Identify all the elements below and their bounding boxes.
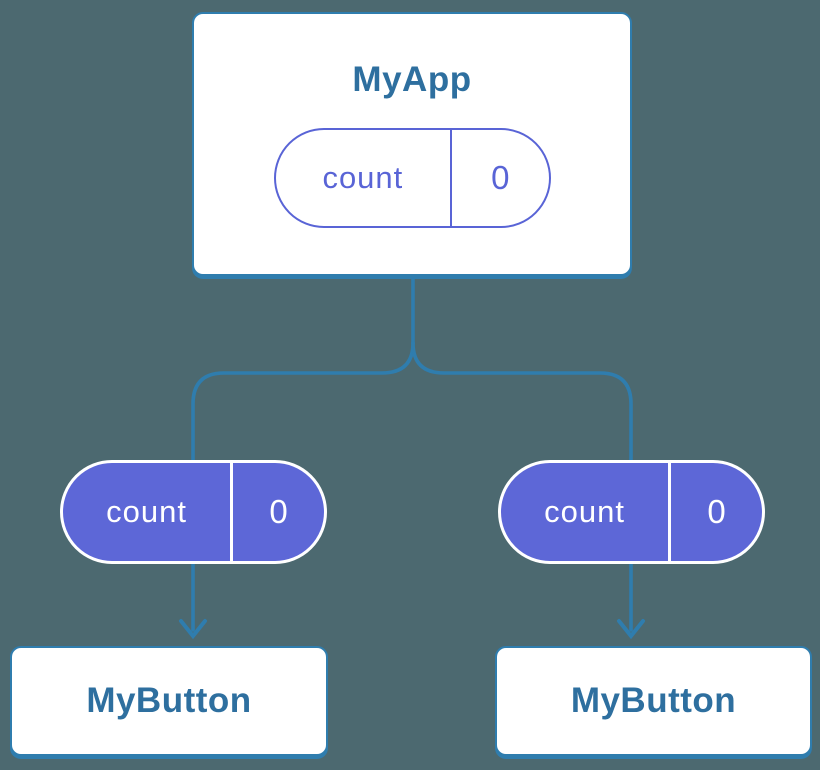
- prop-pill-right: count 0: [498, 460, 765, 564]
- prop-pill-left-value-section: 0: [230, 463, 324, 561]
- state-pill-label: count: [322, 160, 404, 195]
- myapp-card: MyApp count 0: [192, 12, 632, 276]
- prop-pill-right-value-section: 0: [668, 463, 762, 561]
- state-pill-value: 0: [491, 159, 510, 196]
- prop-pill-right-label: count: [544, 494, 625, 529]
- tree-branch-right: [411, 341, 633, 632]
- state-pill-value-section: 0: [450, 130, 548, 226]
- arrow-down-icon-left: [179, 619, 207, 640]
- prop-pill-left-label-section: count: [63, 463, 230, 561]
- myapp-card-title: MyApp: [352, 60, 472, 99]
- mybutton-card-right: MyButton: [495, 646, 812, 756]
- mybutton-card-right-title: MyButton: [570, 681, 737, 720]
- prop-pill-left-label: count: [106, 494, 187, 529]
- state-pill-label-section: count: [276, 130, 451, 226]
- arrow-down-icon-right: [617, 619, 645, 640]
- prop-pill-left-value: 0: [269, 493, 288, 530]
- tree-branch-left: [191, 341, 415, 632]
- prop-pill-right-label-section: count: [501, 463, 668, 561]
- prop-pill-left: count 0: [60, 460, 327, 564]
- mybutton-card-left: MyButton: [10, 646, 328, 756]
- state-pill: count 0: [273, 128, 551, 228]
- mybutton-card-left-title: MyButton: [86, 681, 252, 720]
- prop-pill-right-value: 0: [707, 493, 726, 530]
